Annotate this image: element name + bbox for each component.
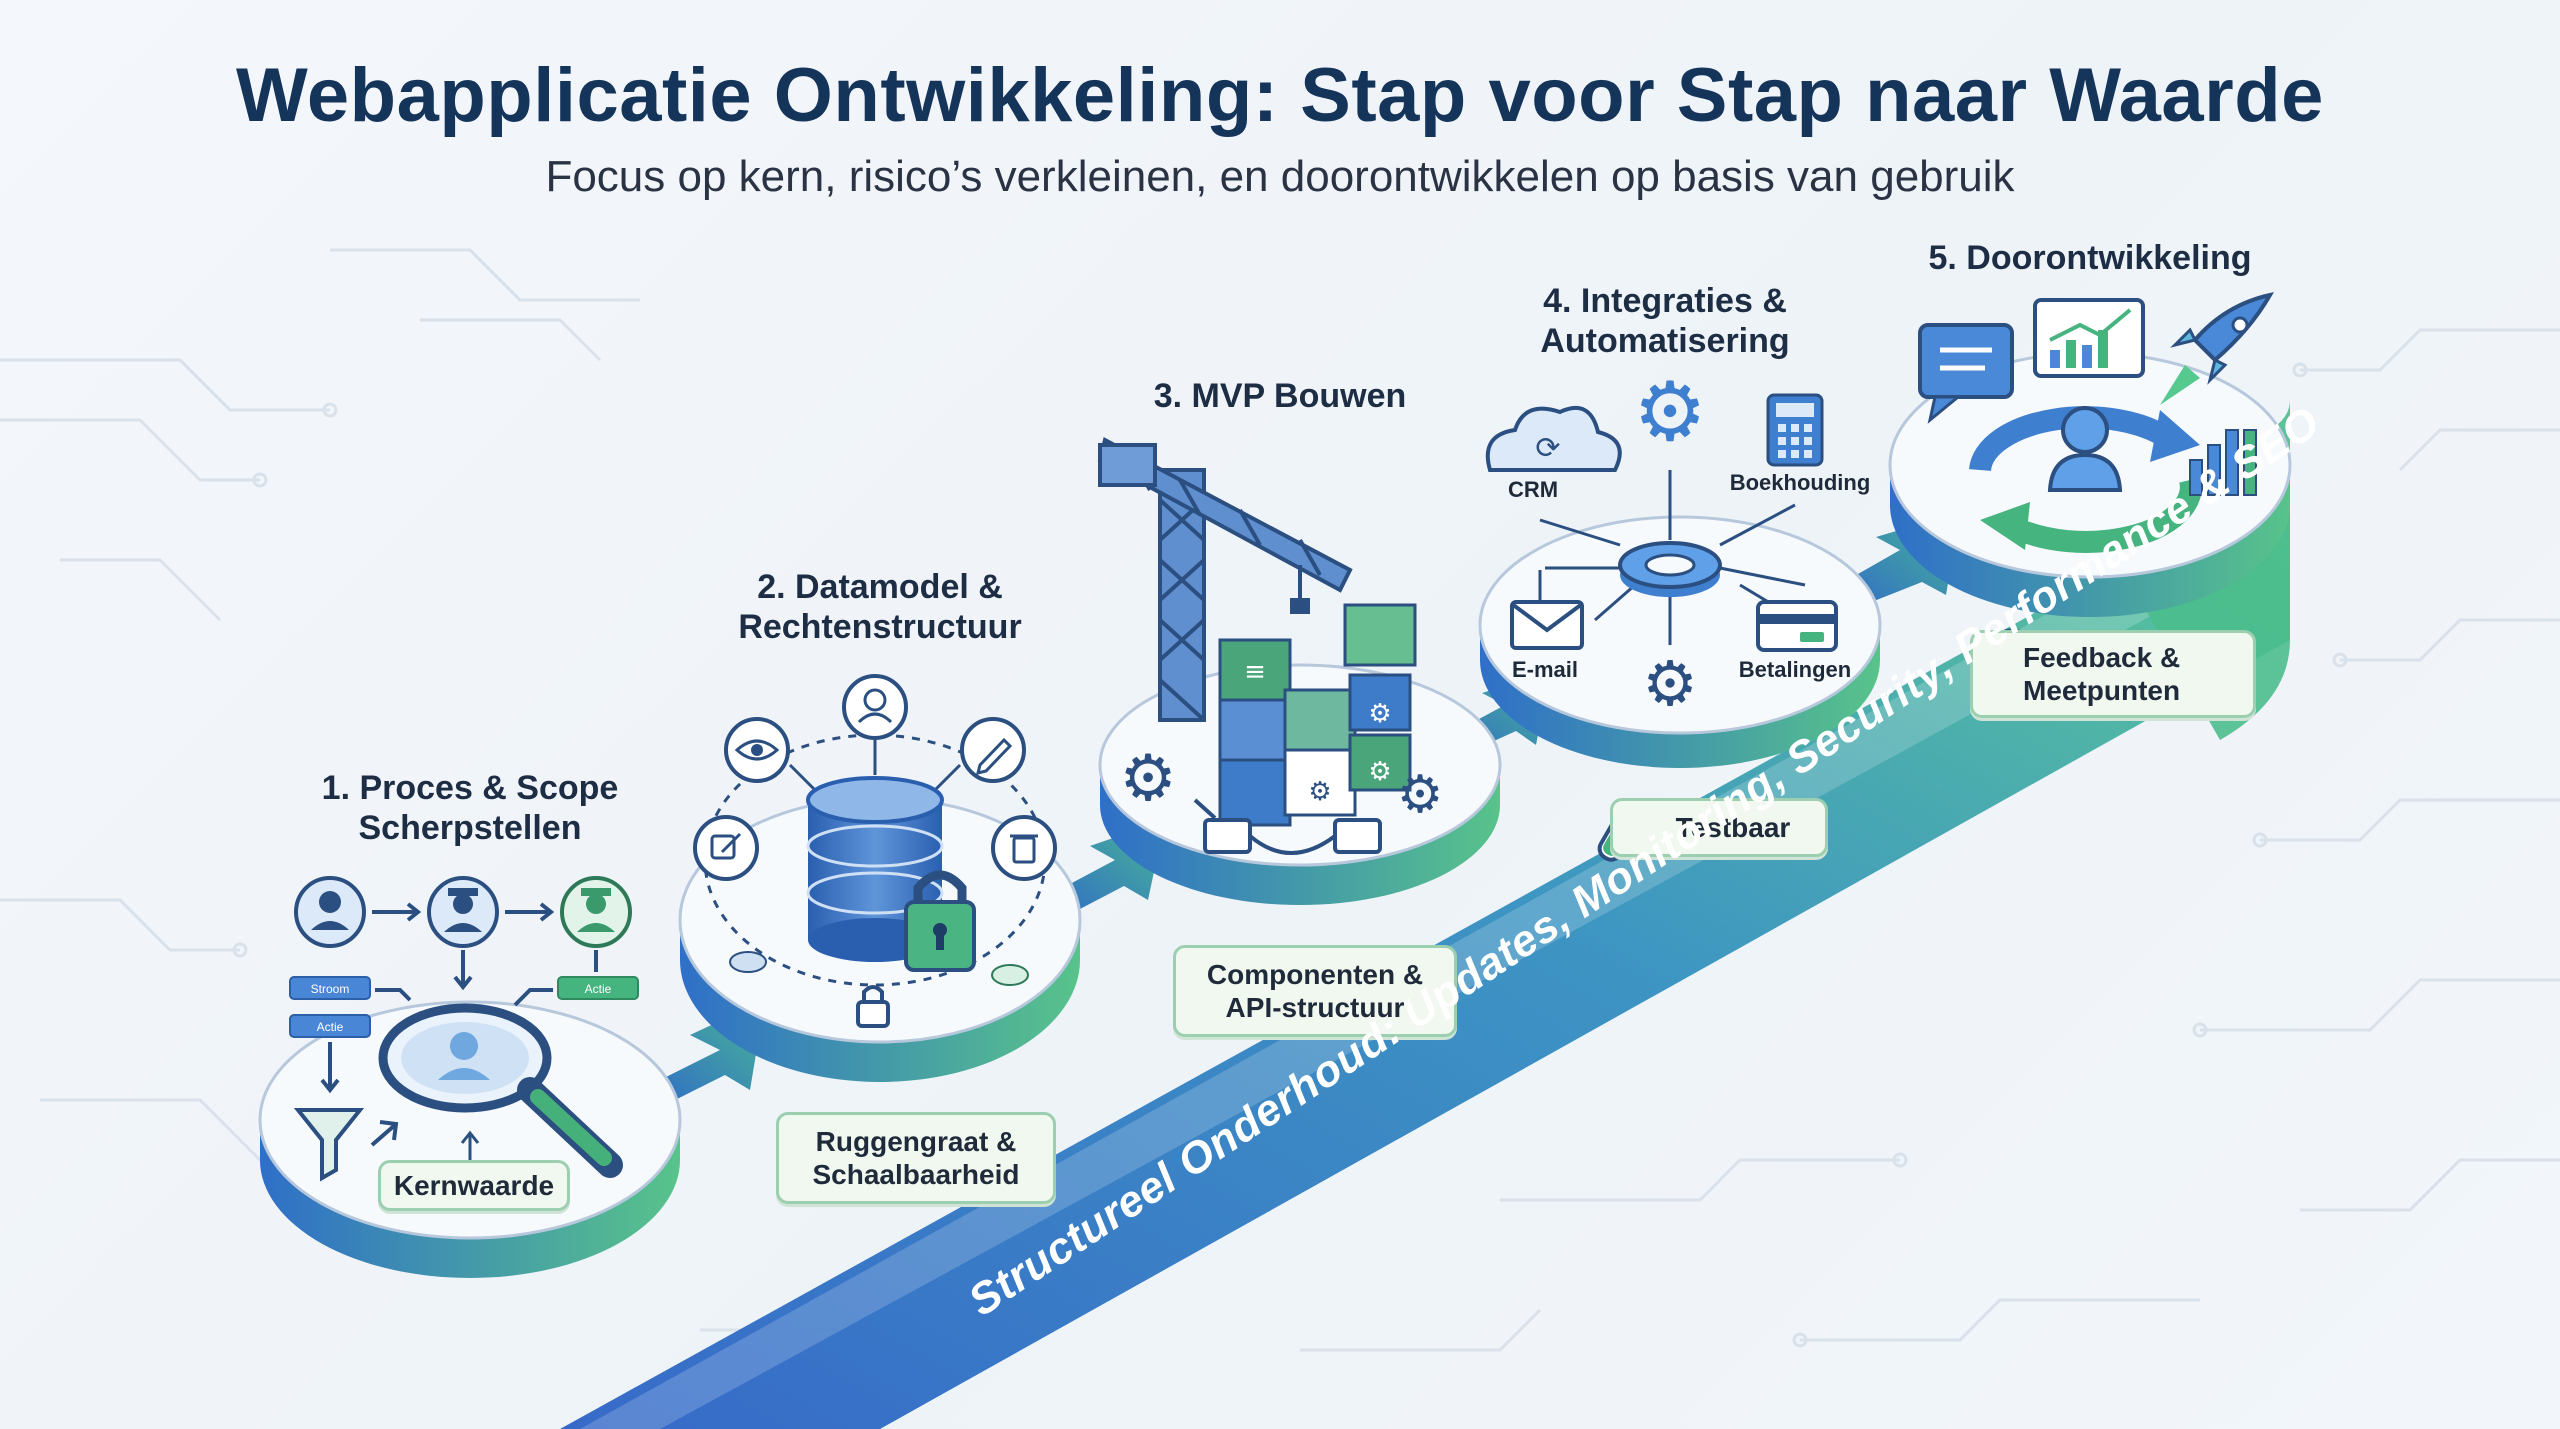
chat-bubble-icon [1918, 323, 2014, 424]
step-2-title: 2. Datamodel & Rechtenstructuur [680, 567, 1080, 647]
tag-ruggengraat-line1: Ruggengraat & [815, 1126, 1017, 1157]
svg-text:⚙: ⚙ [1633, 365, 1707, 460]
edit-icon [693, 815, 759, 881]
funnel-icon [293, 1108, 399, 1182]
pencil-icon [960, 717, 1026, 783]
tag-ruggengraat: Ruggengraat & Schaalbaarheid [776, 1112, 1056, 1204]
page-subtitle: Focus op kern, risico’s verkleinen, en d… [545, 152, 2015, 201]
step-1-title-line2: Scherpstellen [358, 809, 582, 847]
person-green-icon [560, 876, 632, 948]
svg-text:≡: ≡ [1244, 657, 1266, 687]
step-1-title: 1. Proces & Scope Scherpstellen [270, 768, 670, 848]
user-avatar-icon [2047, 406, 2123, 492]
tag-feedback-line1: Feedback & [2023, 642, 2181, 673]
hub-ring-icon [1618, 541, 1722, 597]
gear-top-icon: ⚙ [1633, 365, 1707, 460]
email-label: E-mail [1511, 657, 1579, 682]
svg-text:⚙: ⚙ [1368, 757, 1391, 787]
payments-label: Betalingen [1738, 657, 1852, 682]
svg-text:⚙: ⚙ [1397, 765, 1444, 825]
step2-permission-ring [693, 674, 1057, 1028]
bar-chart-icon [2189, 429, 2257, 496]
step-4-title-line1: 4. Integraties & [1543, 282, 1787, 320]
step1-persons [294, 876, 632, 991]
step-2-title-line1: 2. Datamodel & [757, 568, 1003, 606]
mail-icon [1510, 600, 1584, 650]
tag-feedback-line2: Meetpunten [2023, 675, 2181, 706]
tag-componenten-line2: API-structuur [1225, 992, 1405, 1023]
rocket-icon [2160, 292, 2274, 405]
lock-small-icon [856, 985, 890, 1028]
step1-flow-boxes: Stroom Actie Actie [289, 976, 639, 1094]
svg-text:⚙: ⚙ [1119, 742, 1176, 816]
bookkeeping-label: Boekhouding [1729, 470, 1871, 495]
flow-box-label: Actie [317, 1020, 344, 1034]
step-5-title: 5. Doorontwikkeling [1880, 238, 2300, 278]
step-4-title-line2: Automatisering [1540, 322, 1790, 360]
step-4-title: 4. Integraties & Automatisering [1465, 281, 1865, 361]
cloud-icon: ⟳ [1485, 406, 1622, 472]
crm-label: CRM [1507, 477, 1559, 502]
tag-testbaar: Testbaar [1610, 798, 1828, 857]
magnifier-icon [378, 1003, 623, 1178]
svg-text:⚙: ⚙ [1308, 777, 1331, 807]
platform-1 [258, 1000, 682, 1278]
step-3-title: 3. MVP Bouwen [1080, 376, 1480, 416]
person-woman-icon [294, 876, 366, 948]
svg-text:⟳: ⟳ [1535, 431, 1560, 466]
flow-box-label: Stroom [311, 982, 350, 996]
step-2-title-line2: Rechtenstructuur [738, 608, 1022, 646]
card-icon [1756, 600, 1838, 652]
tag-kernwaarde: Kernwaarde [378, 1160, 570, 1211]
gear-left-icon: ⚙ [1119, 742, 1176, 816]
padlock-icon [904, 870, 976, 972]
cubes-icon: ≡ ⚙ ⚙ ⚙ [1218, 603, 1417, 827]
step-5-title-line1: 5. Doorontwikkeling [1928, 239, 2252, 277]
api-plugs-icon [1193, 798, 1382, 855]
flow-box-label: Actie [585, 982, 612, 996]
svg-text:⚙: ⚙ [1368, 699, 1391, 729]
circuit-background [0, 248, 2560, 1352]
tag-componenten-line1: Componenten & [1206, 959, 1424, 990]
person-circle-icon [842, 674, 908, 740]
svg-text:⚙: ⚙ [1642, 647, 1698, 720]
eye-icon [724, 717, 790, 783]
tag-componenten: Componenten & API-structuur [1173, 945, 1457, 1037]
calculator-icon [1766, 393, 1824, 467]
chart-board-icon [2033, 298, 2145, 378]
step-3-title-line1: 3. MVP Bouwen [1153, 377, 1407, 415]
integration-hub [1538, 470, 1806, 645]
gear-right-icon: ⚙ [1397, 765, 1444, 825]
cycle-arrows-icon [1969, 406, 2202, 553]
crane-icon [1097, 437, 1353, 722]
page-title: Webapplicatie Ontwikkeling: Stap voor St… [236, 53, 2324, 138]
person-hat-icon [427, 876, 499, 948]
tag-feedback: Feedback & Meetpunten [1970, 630, 2256, 718]
step-1-title-line1: 1. Proces & Scope [321, 769, 619, 807]
trash-icon [991, 815, 1057, 881]
gear-bottom-icon: ⚙ [1642, 647, 1698, 720]
tag-ruggengraat-line2: Schaalbaarheid [812, 1159, 1020, 1190]
